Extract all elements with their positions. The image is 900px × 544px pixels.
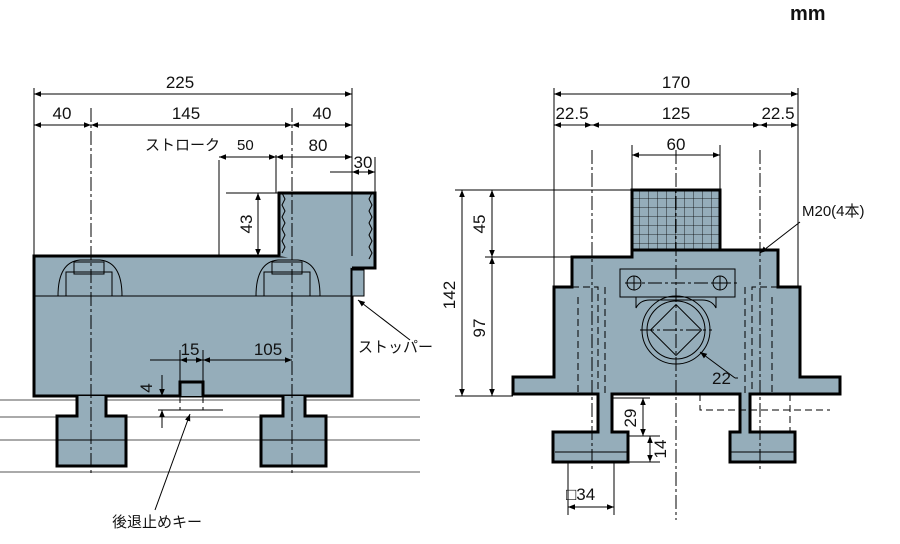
dim-block-45: 45	[470, 215, 489, 234]
dim-foot-14: 14	[651, 440, 670, 459]
back-stop-key-label: 後退止めキー	[112, 513, 202, 531]
dim-stopper-30: 30	[354, 153, 373, 172]
dim-foot-square-34: □34	[566, 485, 595, 504]
dim-overall-225: 225	[166, 73, 194, 92]
dim-left-22-5: 22.5	[555, 104, 588, 123]
stroke-value: 50	[237, 137, 254, 154]
dim-key-15: 15	[181, 340, 200, 359]
dim-stopper-80: 80	[309, 136, 328, 155]
dim-overall-170: 170	[662, 73, 690, 92]
unit-label: mm	[790, 3, 826, 25]
side-foot-right	[259, 396, 328, 468]
back-stop-key	[178, 380, 205, 396]
dim-key-105: 105	[254, 340, 282, 359]
dim-mid-145: 145	[172, 104, 200, 123]
side-body	[32, 254, 354, 398]
stopper-label: ストッパー	[358, 338, 433, 356]
front-view: 170 22.5 125 22.5 60 45 97 142 M20(4本) 2…	[440, 73, 865, 520]
dim-height-43: 43	[237, 215, 256, 234]
dim-body-97: 97	[470, 319, 489, 338]
dim-block-60: 60	[667, 135, 686, 154]
dim-key-4: 4	[137, 383, 156, 392]
front-hidden-lines	[555, 286, 830, 453]
side-bolt-left	[57, 259, 123, 297]
stroke-label: ストローク	[145, 136, 220, 154]
dim-overall-142: 142	[440, 281, 459, 309]
bolt-callout: M20(4本)	[802, 203, 865, 220]
dim-left-40: 40	[53, 104, 72, 123]
side-view: 225 40 145 40 ストローク 50 80 30 43 15 105 4…	[0, 73, 433, 531]
dim-bolt-125: 125	[662, 104, 690, 123]
dim-right-22-5: 22.5	[761, 104, 794, 123]
dim-foot-29: 29	[621, 409, 640, 428]
stopper-block	[277, 191, 377, 270]
dim-right-40: 40	[313, 104, 332, 123]
dim-hex-22: 22	[712, 369, 731, 388]
side-bolt-right	[255, 259, 321, 297]
